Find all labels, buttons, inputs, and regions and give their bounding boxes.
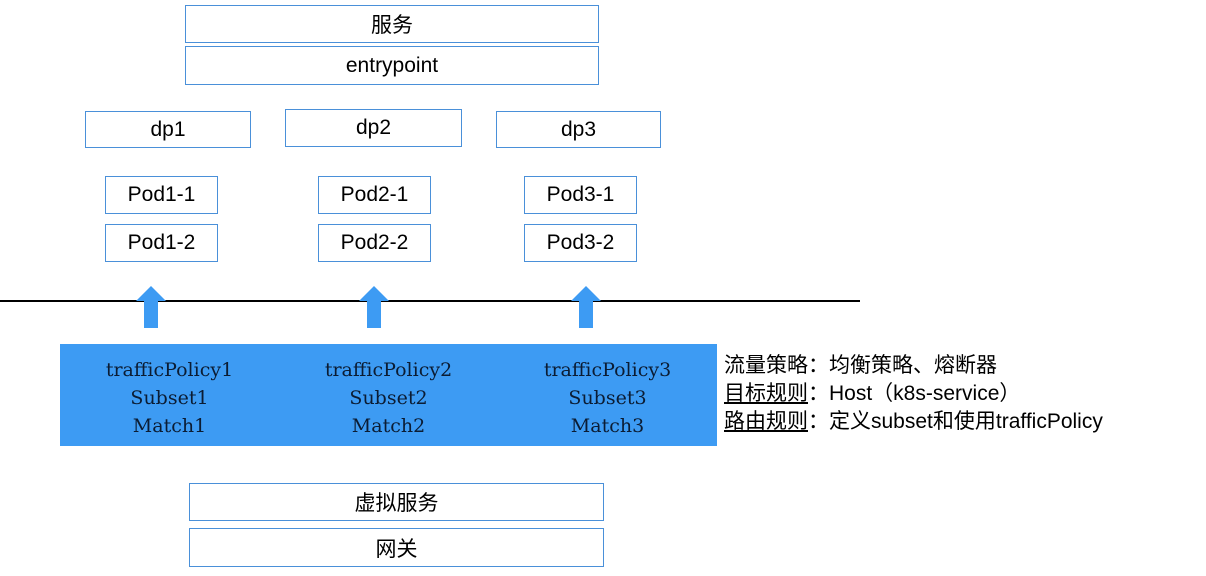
gateway-box: 网关 (189, 528, 604, 567)
legend-row-traffic-policy: 流量策略：均衡策略、熔断器 (724, 352, 1103, 380)
legend-key: 路由规则 (724, 410, 808, 433)
virtual-service-box: 虚拟服务 (189, 483, 604, 521)
pod-box: Pod1-2 (105, 224, 218, 262)
deployment-box-dp1: dp1 (85, 111, 251, 148)
match-label: Match1 (132, 415, 207, 437)
legend-value: ：定义subset和使用trafficPolicy (808, 410, 1103, 433)
legend-key: 流量策略 (724, 354, 808, 377)
pod-box: Pod2-2 (318, 224, 431, 262)
match-label: Match3 (570, 415, 645, 437)
subset-label: Subset2 (349, 387, 428, 409)
up-arrow-icon (359, 286, 389, 328)
traffic-policy-label: trafficPolicy1 (105, 359, 234, 381)
legend-value: ：Host（k8s-service） (808, 382, 1021, 405)
divider-line (0, 300, 860, 302)
policy-column-3: trafficPolicy3 Subset3 Match3 (498, 356, 717, 440)
traffic-policy-label: trafficPolicy2 (324, 359, 453, 381)
legend-value: ：均衡策略、熔断器 (808, 354, 997, 377)
up-arrow-icon (571, 286, 601, 328)
entrypoint-box: entrypoint (185, 46, 599, 85)
pod-box: Pod3-1 (524, 176, 637, 214)
pod-box: Pod2-1 (318, 176, 431, 214)
up-arrow-icon (136, 286, 166, 328)
legend-row-virtual-service: 路由规则：定义subset和使用trafficPolicy (724, 408, 1103, 436)
pod-box: Pod3-2 (524, 224, 637, 262)
subset-label: Subset1 (130, 387, 209, 409)
policy-column-1: trafficPolicy1 Subset1 Match1 (60, 356, 279, 440)
match-label: Match2 (351, 415, 426, 437)
deployment-box-dp3: dp3 (496, 111, 661, 148)
service-box: 服务 (185, 5, 599, 43)
legend: 流量策略：均衡策略、熔断器 目标规则：Host（k8s-service） 路由规… (724, 352, 1103, 436)
destination-rule-band: trafficPolicy1 Subset1 Match1 trafficPol… (60, 344, 717, 446)
subset-label: Subset3 (568, 387, 647, 409)
pod-box: Pod1-1 (105, 176, 218, 214)
traffic-policy-label: trafficPolicy3 (543, 359, 672, 381)
policy-column-2: trafficPolicy2 Subset2 Match2 (279, 356, 498, 440)
legend-row-destination-rule: 目标规则：Host（k8s-service） (724, 380, 1103, 408)
deployment-box-dp2: dp2 (285, 109, 462, 147)
legend-key: 目标规则 (724, 382, 808, 405)
